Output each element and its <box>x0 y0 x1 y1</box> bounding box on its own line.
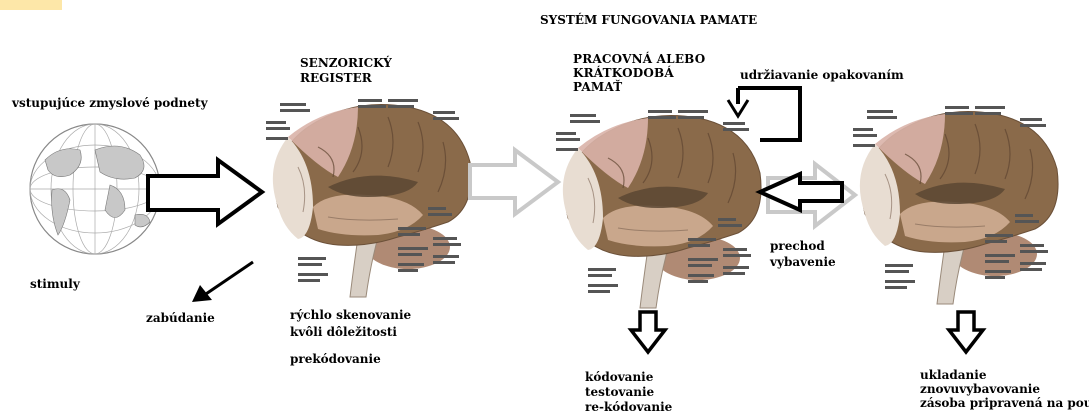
transfer-label-line: vybavenie <box>770 254 836 270</box>
encoding-label: kódovanie testovanie re-kódovanie <box>585 370 672 415</box>
corner-mark <box>0 0 62 10</box>
brain-icon <box>258 97 478 297</box>
input-label: vstupujúce zmyslové podnety <box>12 96 208 110</box>
arrow-icon <box>470 150 558 214</box>
working-label-line: KRÁTKODOBÁ <box>573 66 705 80</box>
storage-label-line: znovuvybavovanie <box>920 382 1089 396</box>
working-label-line: PRACOVNÁ ALEBO <box>573 52 705 66</box>
transfer-label-line: prechod <box>770 238 836 254</box>
page-title: SYSTÉM FUNGOVANIA PAMATE <box>540 13 757 27</box>
encoding-label-line: testovanie <box>585 385 672 400</box>
rehearsal-label: udržiavanie opakovaním <box>740 68 904 82</box>
scan-label-line: rýchlo skenovanie <box>290 307 411 324</box>
recoding-label: prekódovanie <box>290 352 381 366</box>
transfer-label: prechod vybavenie <box>770 238 836 270</box>
storage-label-line: ukladanie <box>920 368 1089 382</box>
encoding-label-line: kódovanie <box>585 370 672 385</box>
brain-icon <box>845 104 1065 304</box>
forgetting-arrow <box>192 262 253 302</box>
storage-label-line: zásoba pripravená na použitie <box>920 396 1089 410</box>
brain-icon <box>548 108 768 308</box>
sensory-label-line: SENZORICKÝ <box>300 56 392 71</box>
stimuli-label: stimuly <box>30 277 80 291</box>
storage-label: ukladanie znovuvybavovanie zásoba pripra… <box>920 368 1089 410</box>
sensory-label-line: REGISTER <box>300 71 392 86</box>
arrow-icon <box>949 312 983 352</box>
sensory-register-label: SENZORICKÝ REGISTER <box>300 56 392 86</box>
globe-icon <box>30 124 160 254</box>
working-label-line: PAMAŤ <box>573 80 705 94</box>
scan-label: rýchlo skenovanie kvôli dôležitosti <box>290 307 411 341</box>
encoding-label-line: re-kódovanie <box>585 400 672 415</box>
arrow-icon <box>631 312 665 352</box>
arrow-icon <box>148 160 262 224</box>
forgetting-label: zabúdanie <box>146 311 215 325</box>
working-memory-label: PRACOVNÁ ALEBO KRÁTKODOBÁ PAMAŤ <box>573 52 705 94</box>
scan-label-line: kvôli dôležitosti <box>290 324 411 341</box>
